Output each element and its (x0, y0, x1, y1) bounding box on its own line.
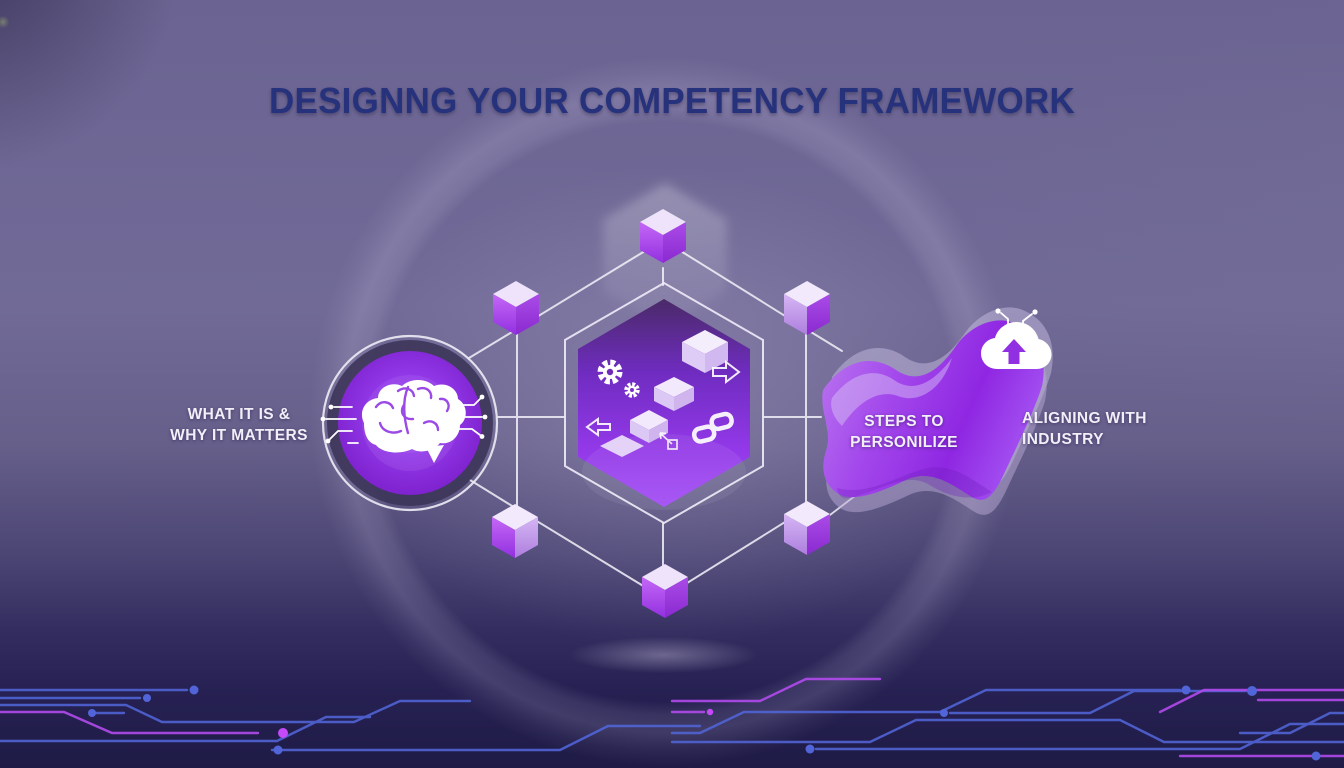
label-what-it-is-line1: WHAT IT IS & (187, 406, 291, 423)
circuit-board-pattern (0, 677, 1344, 761)
label-what-it-is-line2: WHY IT MATTERS (170, 427, 308, 444)
arrow-left-icon (585, 417, 611, 437)
brain-circuit-traces (320, 394, 488, 444)
cube-upper-right (784, 281, 830, 335)
node-cubes (492, 209, 830, 618)
cube-top (640, 209, 686, 263)
label-steps-line1: STEPS TO (864, 413, 944, 430)
brain-circle-node (320, 334, 499, 512)
chain-link-icon (691, 411, 734, 444)
arrow-right-icon (712, 359, 741, 385)
vector-cursor-icon (659, 432, 678, 450)
label-steps-line2: PERSONILIZE (850, 434, 958, 451)
cube-lower-right (784, 501, 830, 555)
gear-icon-small (624, 382, 640, 398)
label-aligning-line1: ALIGNING WITH (1022, 410, 1147, 427)
page-title: DESIGNNG YOUR COMPETENCY FRAMEWORK (268, 80, 1076, 121)
label-aligning: ALIGNING WITH INDUSTRY (1022, 408, 1192, 450)
cloud-upload-icon (981, 308, 1052, 369)
process-icons (585, 330, 741, 457)
cube-lower-left (492, 504, 538, 558)
cube-upper-left (493, 281, 539, 335)
label-aligning-line2: INDUSTRY (1022, 431, 1104, 448)
gear-icon (597, 359, 623, 385)
brain-icon (320, 380, 488, 463)
label-steps: STEPS TO PERSONILIZE (835, 411, 973, 453)
circle-ring (321, 334, 499, 512)
inner-hexagon-outline (564, 281, 764, 525)
label-what-it-is: WHAT IT IS & WHY IT MATTERS (164, 404, 314, 446)
cube-bottom (642, 564, 688, 618)
step-cubes-icon (600, 330, 728, 457)
